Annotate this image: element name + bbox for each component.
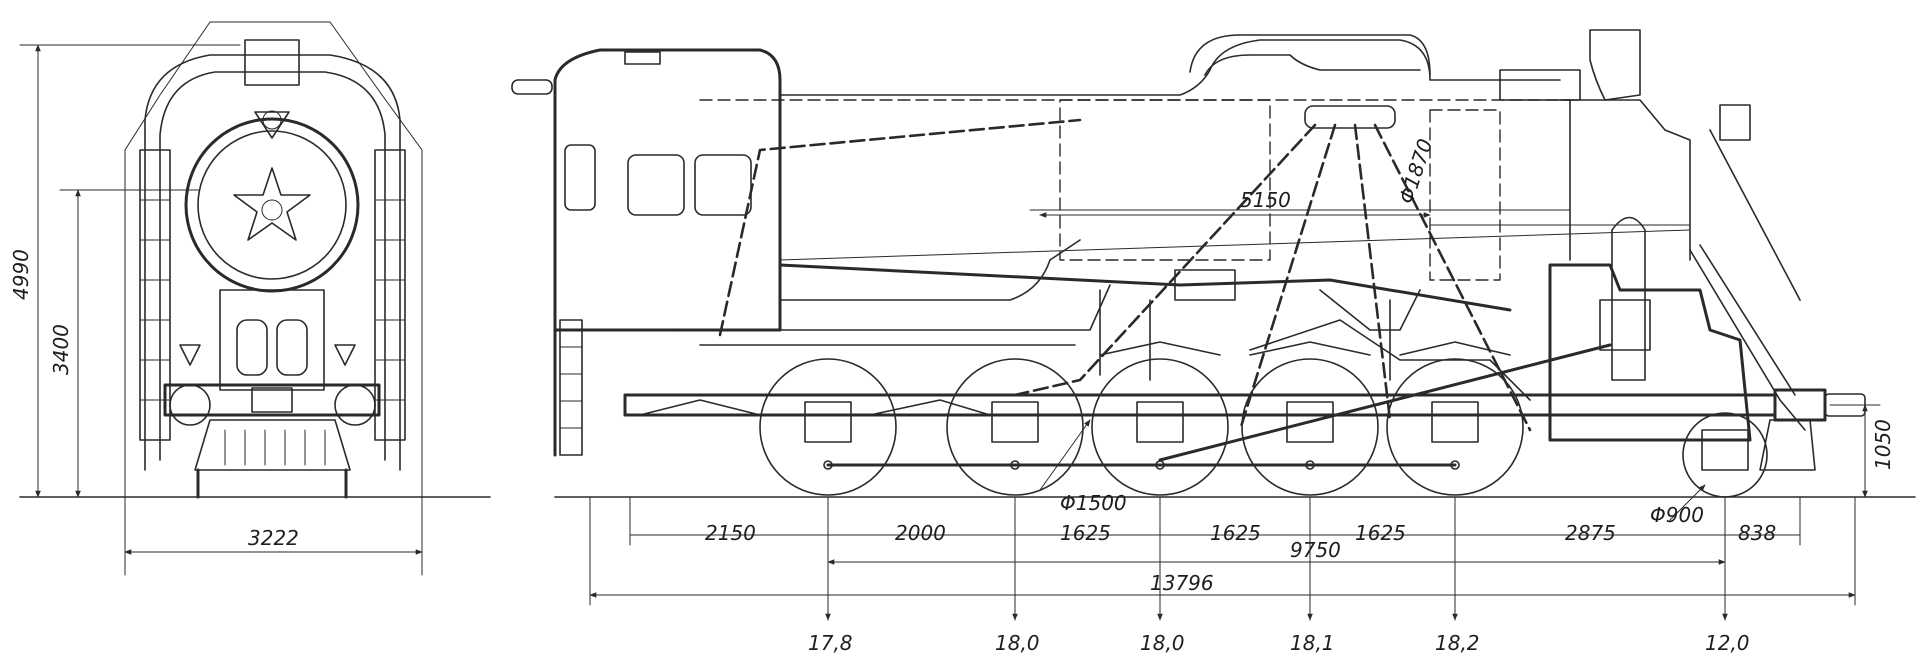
wheelbase-segment: 838 xyxy=(1738,521,1776,545)
axle-load-label: 17,8 xyxy=(808,631,853,655)
wheelbase-segment: 2150 xyxy=(705,521,756,545)
boiler-diameter-label: Φ1870 xyxy=(1394,136,1437,207)
axle-load-label: 18,2 xyxy=(1435,631,1480,655)
wheelbase-segment: 2000 xyxy=(895,521,946,545)
driving-wheel-diameter-label: Φ1500 xyxy=(1060,491,1127,515)
total-length-label: 13796 xyxy=(1150,571,1214,595)
axle-load-label: 18,0 xyxy=(1140,631,1185,655)
axle-load-label: 18,1 xyxy=(1290,631,1335,655)
dim-boiler-axis-height: 3400 xyxy=(49,324,73,375)
wheelbase-dimensions: 2150 2000 1625 1625 1625 2875 838 xyxy=(629,496,1801,546)
side-view: Φ1870 5150 Φ1500 Φ900 1050 2150 2000 162… xyxy=(511,29,1916,655)
wheelbase-segment: 1625 xyxy=(1060,521,1111,545)
rigid-wheelbase-label: 9750 xyxy=(1290,538,1341,562)
wheelbase-segment: 1625 xyxy=(1355,521,1406,545)
coupling-height-label: 1050 xyxy=(1871,419,1895,470)
trailing-wheel-diameter-label: Φ900 xyxy=(1650,503,1704,527)
wheelbase-segment: 1625 xyxy=(1210,521,1261,545)
axle-loads: 17,8 18,0 18,0 18,1 18,2 12,0 xyxy=(808,496,1750,655)
firebox-length-label: 5150 xyxy=(1240,188,1291,212)
axle-load-label: 18,0 xyxy=(995,631,1040,655)
axle-load-label: 12,0 xyxy=(1705,631,1750,655)
dim-total-height: 4990 xyxy=(9,249,33,300)
wheelbase-segment: 2875 xyxy=(1565,521,1616,545)
front-view: 4990 3400 3222 xyxy=(9,21,491,576)
dim-width: 3222 xyxy=(248,526,299,550)
